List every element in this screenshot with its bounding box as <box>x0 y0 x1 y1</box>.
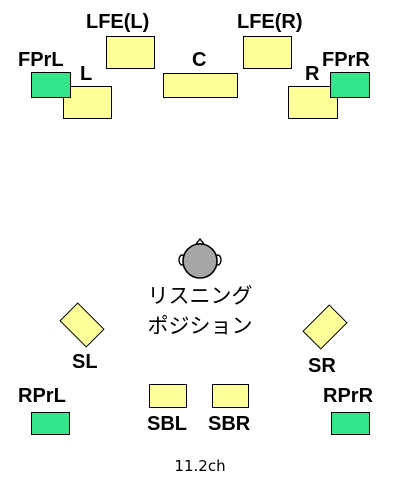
surround-back-right-speaker <box>212 384 249 408</box>
rear-presence-right-label: RPrR <box>323 385 374 407</box>
rear-presence-left-speaker <box>31 412 70 435</box>
lfe-right-speaker <box>243 36 292 69</box>
listening-position-label-line2: ポジション <box>147 314 253 338</box>
listening-position-label-line1: リスニング <box>147 284 253 308</box>
surround-right-label: SR <box>308 355 336 377</box>
front-presence-left-label: FPrL <box>18 49 64 71</box>
rear-presence-left-label: RPrL <box>18 385 66 407</box>
lfe-right-label: LFE(R) <box>237 11 303 33</box>
center-label: C <box>192 49 207 71</box>
front-left-speaker <box>63 86 112 119</box>
front-right-speaker <box>288 86 338 119</box>
listener-head-icon <box>178 238 222 279</box>
surround-back-left-speaker <box>149 384 187 408</box>
surround-left-label: SL <box>72 351 98 373</box>
surround-left-speaker <box>59 302 105 348</box>
front-presence-right-speaker <box>330 72 370 98</box>
front-right-label: R <box>305 63 320 85</box>
front-presence-right-label: FPrR <box>322 49 370 71</box>
front-presence-left-speaker <box>31 72 71 98</box>
surround-back-left-label: SBL <box>147 413 187 435</box>
rear-presence-right-speaker <box>331 412 370 435</box>
channel-config-caption: 11.2ch <box>174 457 226 475</box>
surround-back-right-label: SBR <box>208 413 251 435</box>
front-left-label: L <box>80 63 93 85</box>
lfe-left-label: LFE(L) <box>86 11 150 33</box>
lfe-left-speaker <box>106 36 155 69</box>
center-speaker <box>163 73 238 98</box>
surround-right-speaker <box>302 304 348 350</box>
